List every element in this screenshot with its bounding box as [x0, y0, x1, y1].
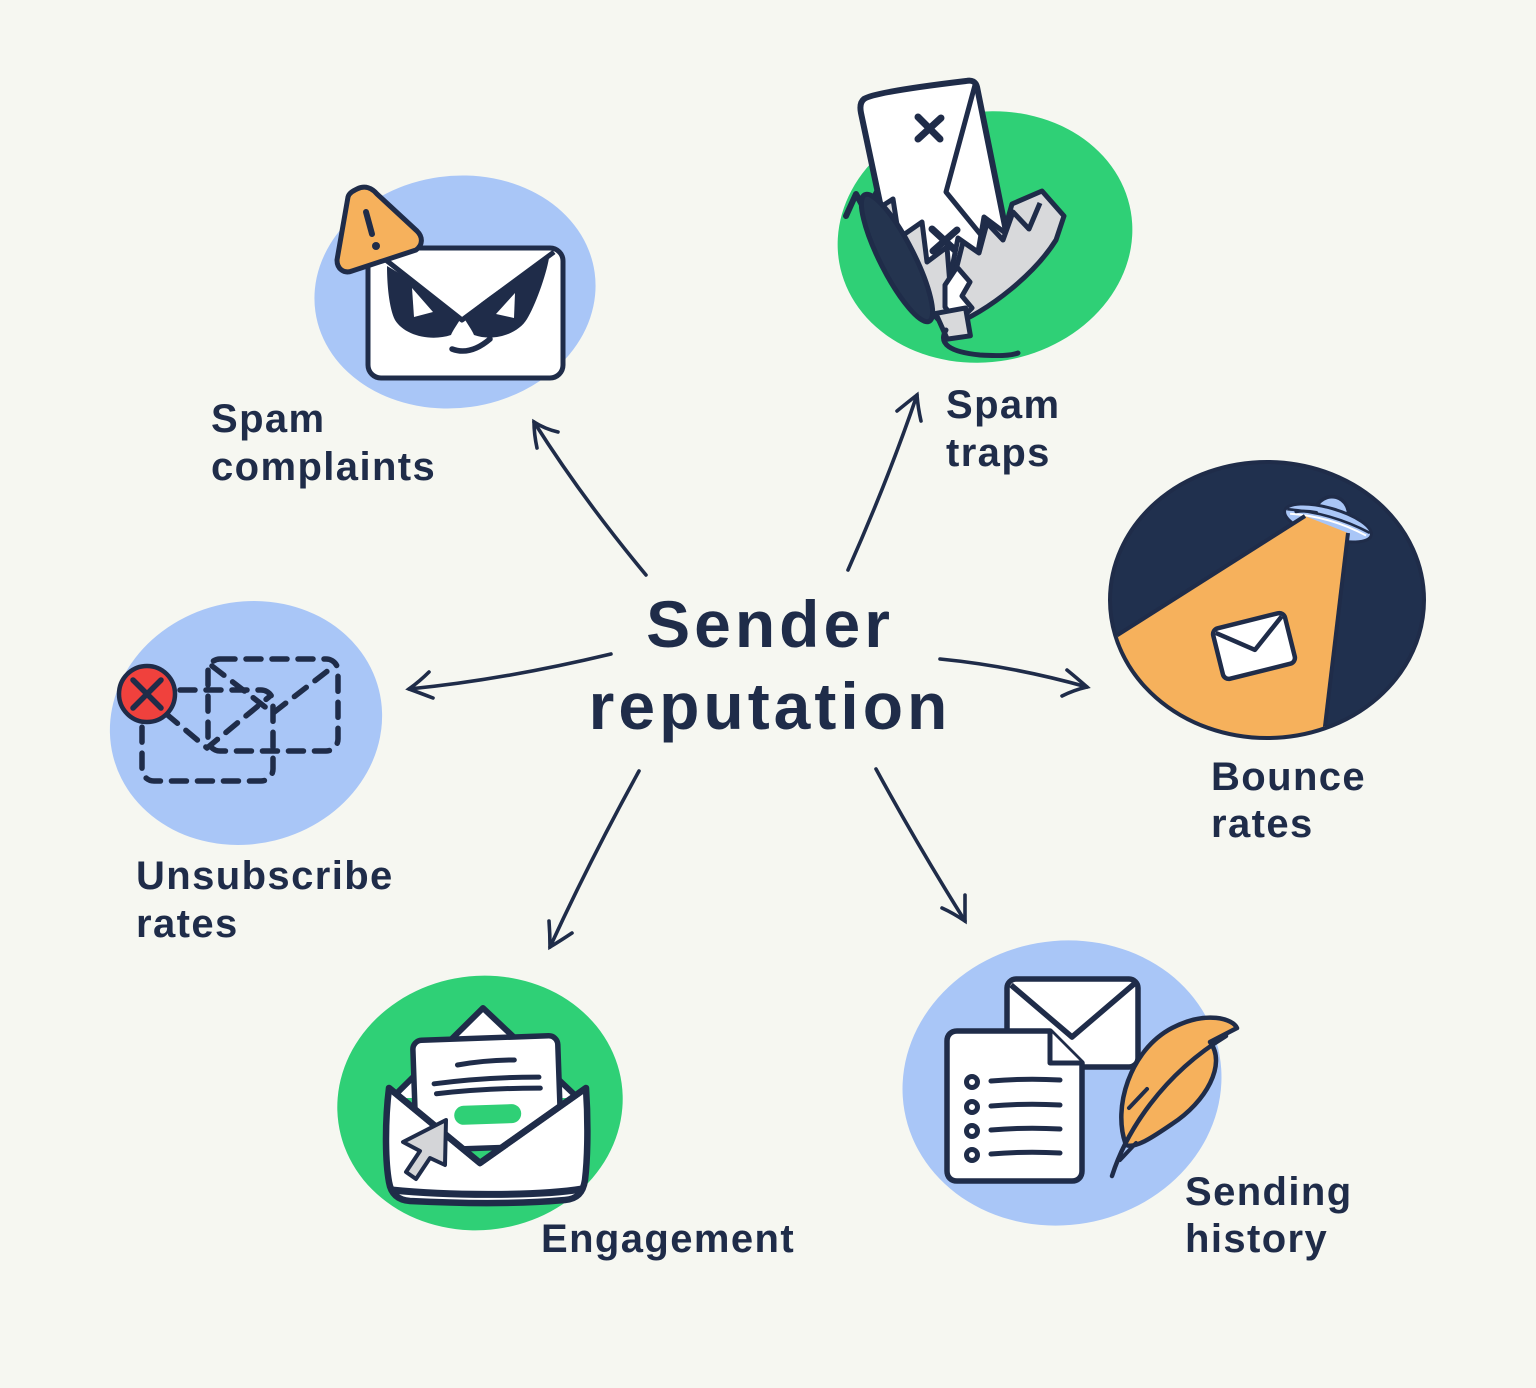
svg-text:Spam: Spam: [211, 397, 326, 441]
svg-text:rates: rates: [1211, 802, 1314, 846]
svg-text:complaints: complaints: [211, 445, 436, 489]
svg-text:traps: traps: [946, 431, 1051, 475]
svg-text:Bounce: Bounce: [1211, 755, 1366, 799]
svg-text:Spam: Spam: [946, 383, 1061, 427]
svg-text:Sender: Sender: [646, 587, 894, 661]
svg-text:Unsubscribe: Unsubscribe: [136, 854, 394, 898]
svg-text:reputation: reputation: [589, 669, 952, 743]
svg-text:Sending: Sending: [1185, 1170, 1353, 1214]
svg-text:history: history: [1185, 1217, 1328, 1261]
svg-text:rates: rates: [136, 902, 239, 946]
svg-text:Engagement: Engagement: [541, 1217, 795, 1261]
